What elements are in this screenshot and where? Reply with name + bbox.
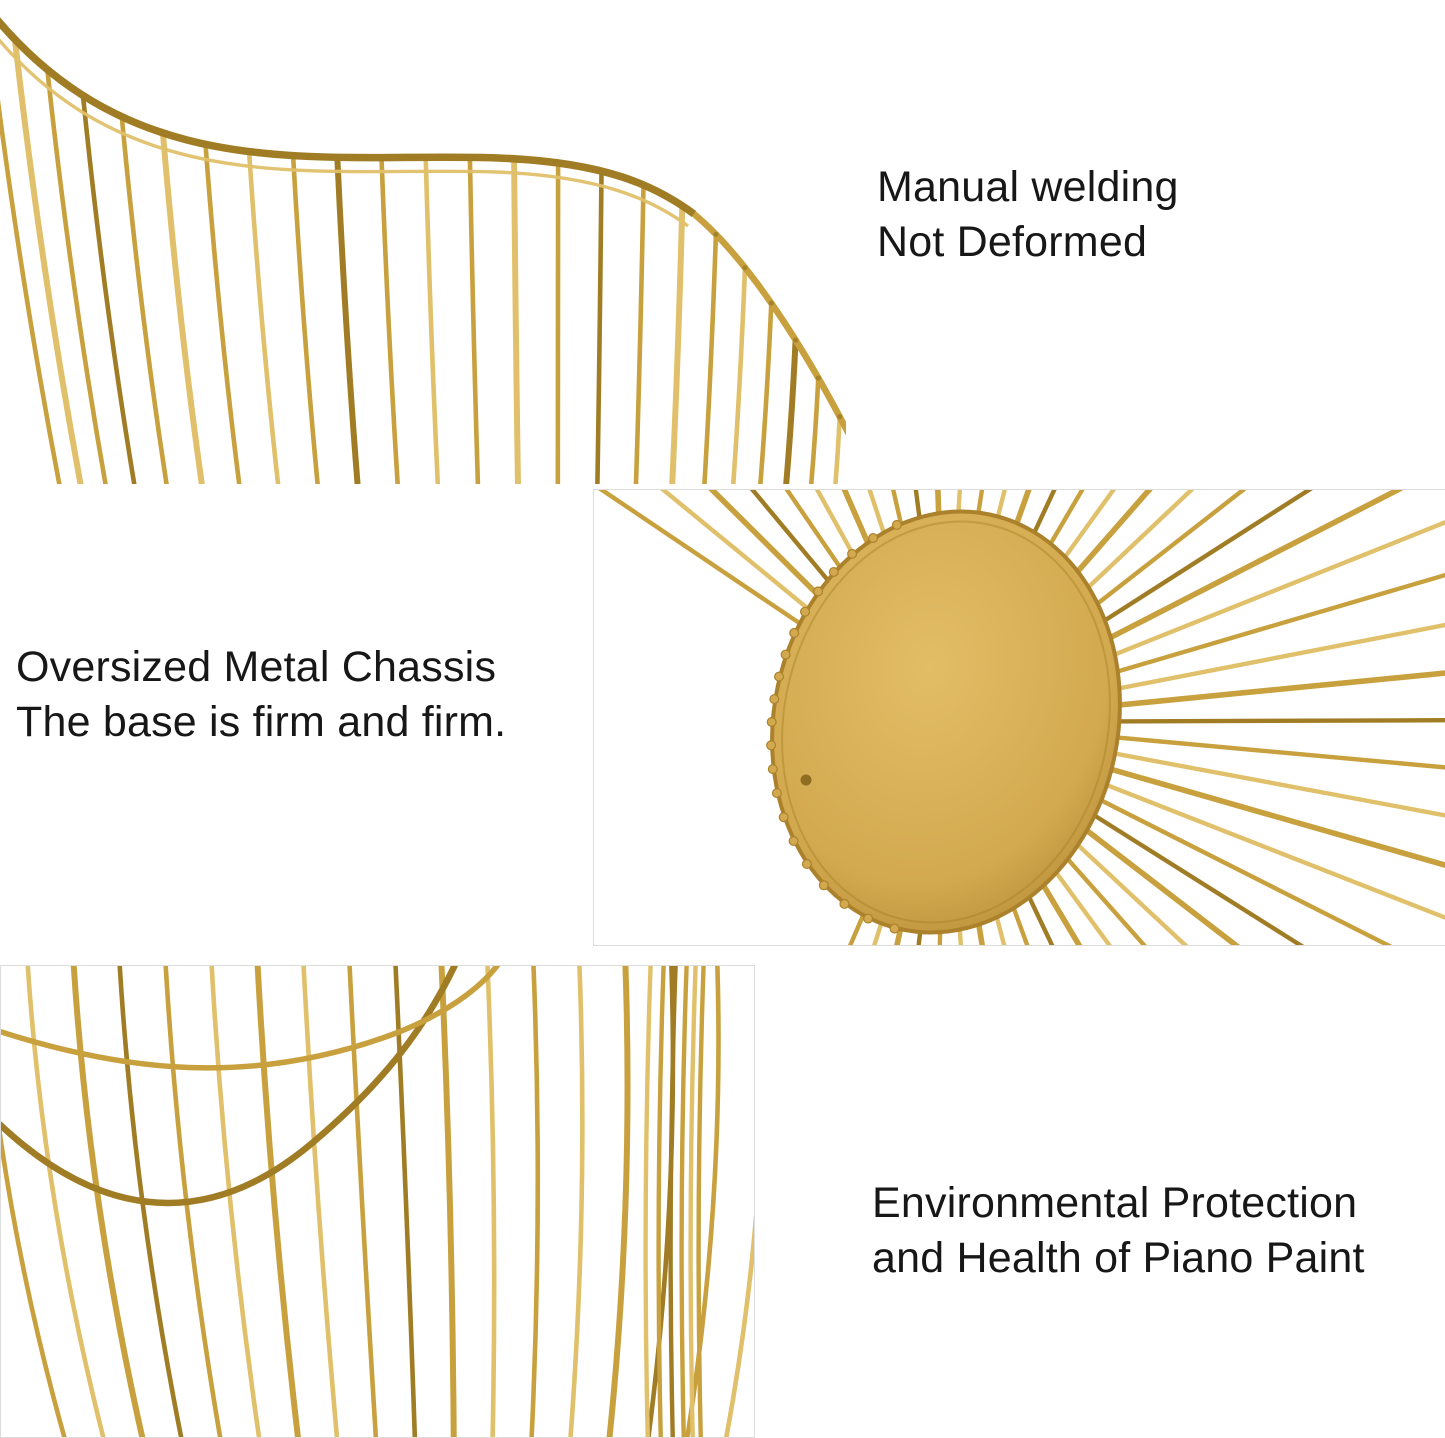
basket-base-photo [593,489,1445,946]
caption-manual-welding: Manual welding Not Deformed [877,160,1179,270]
caption-piano-paint: Environmental Protection and Health of P… [872,1176,1365,1286]
basket-base-drawing [594,490,1445,945]
basket-side-photo [0,965,755,1438]
caption-metal-chassis: Oversized Metal Chassis The base is firm… [16,640,506,750]
caption-line: and Health of Piano Paint [872,1231,1365,1286]
basket-rim-photo [0,0,846,484]
caption-line: The base is firm and firm. [16,695,506,750]
caption-line: Oversized Metal Chassis [16,640,506,695]
basket-side-drawing [1,966,754,1437]
caption-line: Manual welding [877,160,1179,215]
caption-line: Environmental Protection [872,1176,1365,1231]
basket-rim-drawing [0,0,846,484]
caption-line: Not Deformed [877,215,1179,270]
